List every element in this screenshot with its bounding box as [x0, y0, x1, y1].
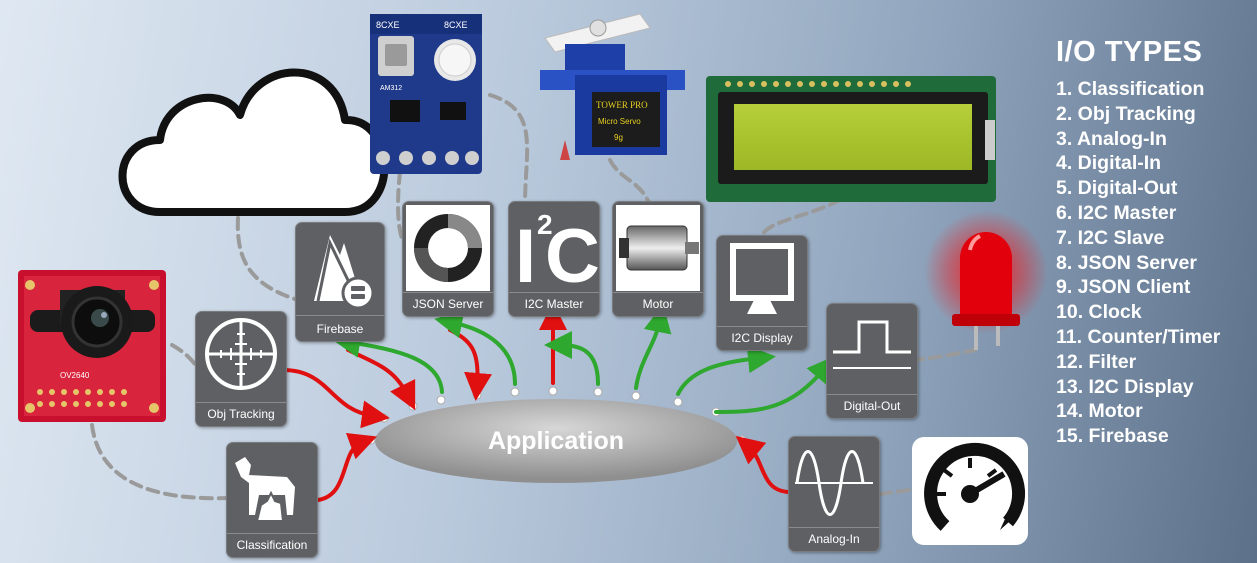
io-type-item: 8. JSON Server: [1056, 251, 1197, 274]
monitor-icon: [730, 243, 794, 314]
io-type-item: 11. Counter/Timer: [1056, 325, 1221, 348]
tile-label: JSON Server: [412, 297, 484, 311]
tile-firebase[interactable]: Firebase: [295, 222, 385, 342]
application-node: [375, 399, 737, 483]
i2c-logo-icon: I 2 C: [515, 209, 599, 299]
io-type-item: 3. Analog-In: [1056, 127, 1167, 150]
tile-label: I2C Master: [524, 297, 584, 311]
io-type-item: 7. I2C Slave: [1056, 226, 1165, 249]
tile-label: Obj Tracking: [207, 407, 275, 421]
io-type-item: 14. Motor: [1056, 400, 1143, 423]
svg-text:8CXE: 8CXE: [444, 20, 468, 30]
tile-i2c-display[interactable]: I2C Display: [716, 235, 808, 351]
tile-label: Firebase: [316, 322, 364, 336]
servo-motor-photo: TOWER PRO Micro Servo 9g: [540, 13, 685, 160]
tile-label: I2C Display: [731, 331, 793, 345]
io-type-item: 2. Obj Tracking: [1056, 102, 1196, 125]
tile-digital-out[interactable]: Digital-Out: [826, 303, 918, 419]
json-logo-icon: [406, 205, 490, 291]
svg-text:8CXE: 8CXE: [376, 20, 400, 30]
dashed-connectors: [90, 93, 977, 501]
svg-text:Micro Servo: Micro Servo: [598, 117, 641, 126]
square-wave-icon: [833, 320, 911, 369]
io-type-item: 6. I2C Master: [1056, 201, 1177, 224]
svg-text:9g: 9g: [614, 133, 623, 142]
io-type-item: 15. Firebase: [1056, 425, 1169, 448]
tile-json-server[interactable]: JSON Server: [402, 201, 494, 317]
svg-text:TOWER PRO: TOWER PRO: [596, 100, 648, 110]
tile-i2c-master[interactable]: I 2 C I2C Master: [508, 201, 600, 317]
tile-obj-tracking[interactable]: Obj Tracking: [195, 311, 287, 427]
io-type-item: 1. Classification: [1056, 78, 1205, 100]
lcd-module-photo: [706, 76, 996, 202]
tile-label: Motor: [642, 297, 674, 311]
red-led-photo: [924, 210, 1048, 350]
cloud-icon: [118, 68, 389, 216]
speedometer-icon: [912, 437, 1028, 545]
io-type-item: 13. I2C Display: [1056, 375, 1194, 398]
svg-text:C: C: [545, 214, 599, 299]
svg-text:I: I: [515, 214, 536, 299]
io-types-title: I/O TYPES: [1056, 36, 1203, 68]
tile-analog-in[interactable]: Analog-In: [788, 436, 880, 552]
tile-label: Classification: [236, 538, 308, 552]
tile-label: Analog-In: [808, 532, 860, 546]
tile-motor[interactable]: Motor: [612, 201, 704, 317]
crosshair-icon: [205, 318, 277, 390]
io-type-item: 4. Digital-In: [1056, 152, 1162, 175]
sensor-board-photo: 8CXE 8CXE AM312: [370, 14, 482, 174]
svg-text:2: 2: [537, 209, 553, 240]
motor-icon: [616, 205, 700, 291]
io-types-panel: I/O TYPES 1. Classification 2. Obj Track…: [1056, 36, 1220, 449]
io-type-item: 9. JSON Client: [1056, 276, 1191, 299]
camera-module-photo: OV2640: [18, 270, 166, 422]
firebase-icon: [314, 235, 375, 310]
io-type-item: 10. Clock: [1056, 301, 1142, 324]
svg-text:AM312: AM312: [380, 85, 402, 92]
io-type-item: 5. Digital-Out: [1056, 177, 1178, 200]
sine-wave-icon: [795, 450, 873, 516]
arrows: [281, 302, 836, 502]
tile-label: Digital-Out: [843, 399, 901, 413]
dog-cat-icon: [235, 457, 295, 522]
svg-text:OV2640: OV2640: [60, 371, 90, 380]
tile-classification[interactable]: Classification: [226, 442, 318, 558]
io-type-item: 12. Filter: [1056, 350, 1137, 373]
application-label: Application: [487, 426, 625, 455]
